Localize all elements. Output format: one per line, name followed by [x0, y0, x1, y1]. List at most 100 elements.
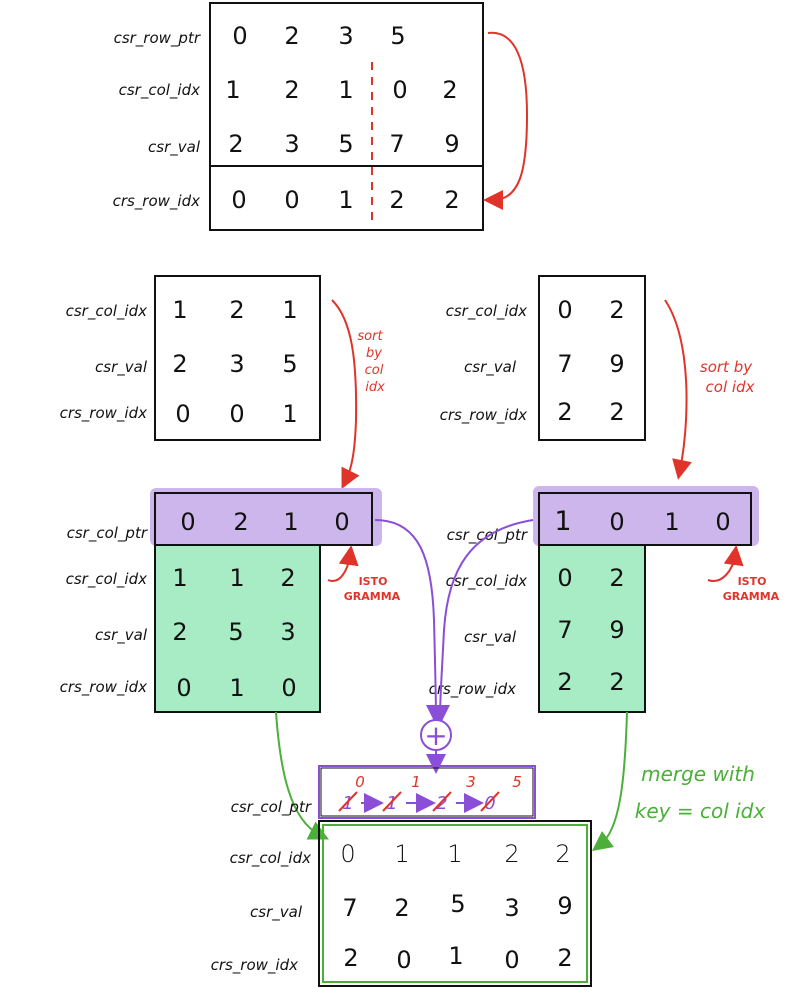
merged-cell: 9: [557, 892, 572, 920]
merged-cell: 2: [555, 840, 570, 868]
left-sorted-ptr-cell: 1: [283, 508, 298, 536]
merged-cell: 2: [504, 840, 519, 868]
left-histogram-arrow: [327, 545, 359, 582]
left-label-val: csr_val: [95, 358, 148, 377]
left-cell: 1: [282, 296, 297, 324]
merged-cell: 5: [450, 890, 465, 918]
left-sorted-cell: 0: [176, 674, 191, 702]
left-cell: 2: [172, 350, 187, 378]
left-sorted-label-row-idx: crs_row_idx: [60, 678, 148, 697]
merged-cell: 0: [340, 840, 355, 868]
right-histogram-note: ISTO: [738, 575, 767, 588]
left-merge-arrow: [275, 711, 329, 840]
right-label-row-idx: crs_row_idx: [440, 406, 528, 425]
left-sort-note: idx: [365, 380, 385, 395]
merged-cell: 3: [504, 894, 519, 922]
top-cell: 0: [284, 186, 299, 214]
left-sort-note: sort: [357, 329, 383, 344]
merged-cell: 1: [448, 942, 463, 970]
left-label-col-idx: csr_col_idx: [66, 302, 148, 321]
left-sorted-cell: 1: [172, 564, 187, 592]
merged-cell: 0: [396, 946, 411, 974]
left-cell: 0: [229, 400, 244, 428]
right-merge-arrow: [592, 711, 628, 852]
left-sorted-cell: 2: [280, 564, 295, 592]
left-sorted-cell: 3: [280, 618, 295, 646]
top-cell: 9: [444, 130, 459, 158]
merged-ptr-new: 0: [355, 773, 365, 791]
right-sorted-label-row-idx: crs_row_idx: [429, 680, 517, 699]
merged-cell: 2: [343, 944, 358, 972]
left-sorted-ptr-cell: 0: [180, 508, 195, 536]
left-histogram-note: GRAMMA: [344, 590, 401, 603]
right-sort-note: col idx: [706, 378, 755, 396]
right-sort-note: sort by: [700, 358, 753, 376]
merged-cell: 0: [504, 946, 519, 974]
top-cell: 2: [284, 76, 299, 104]
left-sorted-cell: 2: [172, 618, 187, 646]
merged-cell: 2: [557, 944, 572, 972]
left-cell: 2: [229, 296, 244, 324]
right-sorted-cell: 0: [557, 564, 572, 592]
merged-ptr-new: 1: [411, 773, 421, 791]
right-sorted-cell: 2: [609, 564, 624, 592]
top-label-val: csr_val: [148, 138, 201, 157]
right-label-val: csr_val: [464, 358, 517, 377]
top-cell: 3: [284, 130, 299, 158]
left-sorted-ptr-cell: 2: [233, 508, 248, 536]
left-sort-note: col: [365, 363, 384, 378]
left-sorted-cell: 1: [229, 564, 244, 592]
merged-cell: 1: [447, 840, 462, 868]
merged-ptr-old: 1: [386, 793, 397, 814]
merge-note: merge with: [641, 762, 755, 786]
right-cell: 2: [557, 398, 572, 426]
left-sort-arrow: [331, 299, 360, 489]
left-cell: 5: [282, 350, 297, 378]
right-histogram-arrow: [707, 545, 744, 582]
merged-cell: 2: [394, 894, 409, 922]
left-block: csr_col_idx csr_val crs_row_idx 1 2 1 2 …: [60, 275, 385, 489]
top-cell: 2: [389, 186, 404, 214]
right-cell: 9: [609, 350, 624, 378]
merged-ptr-new: 5: [512, 773, 522, 791]
left-cell: 1: [172, 296, 187, 324]
left-sort-note: by: [366, 346, 382, 361]
right-cell: 7: [557, 350, 572, 378]
right-sort-arrow: [664, 299, 692, 480]
right-histogram-note: GRAMMA: [723, 590, 780, 603]
left-cell: 3: [229, 350, 244, 378]
merged-ptr-label: csr_col_ptr: [231, 798, 312, 817]
top-cell: 0: [232, 22, 247, 50]
row-ptr-to-row-idx-arrow: [483, 31, 529, 210]
top-cell: 2: [442, 76, 457, 104]
top-label-row-ptr: csr_row_ptr: [114, 29, 201, 48]
left-cell: 1: [282, 400, 297, 428]
top-cell: 7: [389, 130, 404, 158]
left-ptr-to-plus-arrow: [374, 519, 446, 725]
top-label-row-idx: crs_row_idx: [113, 192, 201, 211]
top-label-col-idx: csr_col_idx: [119, 81, 201, 100]
right-sorted-label-col-idx: csr_col_idx: [446, 572, 528, 591]
right-sorted-label-val: csr_val: [464, 628, 517, 647]
top-cell: 1: [338, 76, 353, 104]
top-cell: 1: [225, 76, 240, 104]
right-sorted-block: csr_col_ptr 1 0 1 0 csr_col_idx csr_val …: [429, 486, 780, 713]
right-sorted-ptr-cell: 0: [715, 508, 730, 536]
right-sorted-cell: 7: [557, 616, 572, 644]
merged-table: csr_col_ptr 0 1 3 5 1 1 2 0 csr_col_idx …: [211, 765, 592, 987]
left-sorted-label-col-idx: csr_col_idx: [66, 570, 148, 589]
merged-ptr-old: 1: [342, 793, 353, 814]
left-sorted-block: csr_col_ptr 0 2 1 0 csr_col_idx csr_val …: [60, 488, 401, 713]
left-sorted-cell: 5: [228, 618, 243, 646]
right-cell: 2: [609, 296, 624, 324]
right-sorted-ptr-cell: 1: [554, 506, 571, 537]
merged-ptr-old: 0: [484, 793, 495, 814]
top-cell: 0: [392, 76, 407, 104]
merge-arrows: merge with key = col idx: [275, 711, 765, 852]
right-sorted-ptr-cell: 0: [609, 508, 624, 536]
left-cell: 0: [175, 400, 190, 428]
left-label-row-idx: crs_row_idx: [60, 404, 148, 423]
right-label-col-idx: csr_col_idx: [446, 302, 528, 321]
merged-cell: 7: [342, 894, 357, 922]
